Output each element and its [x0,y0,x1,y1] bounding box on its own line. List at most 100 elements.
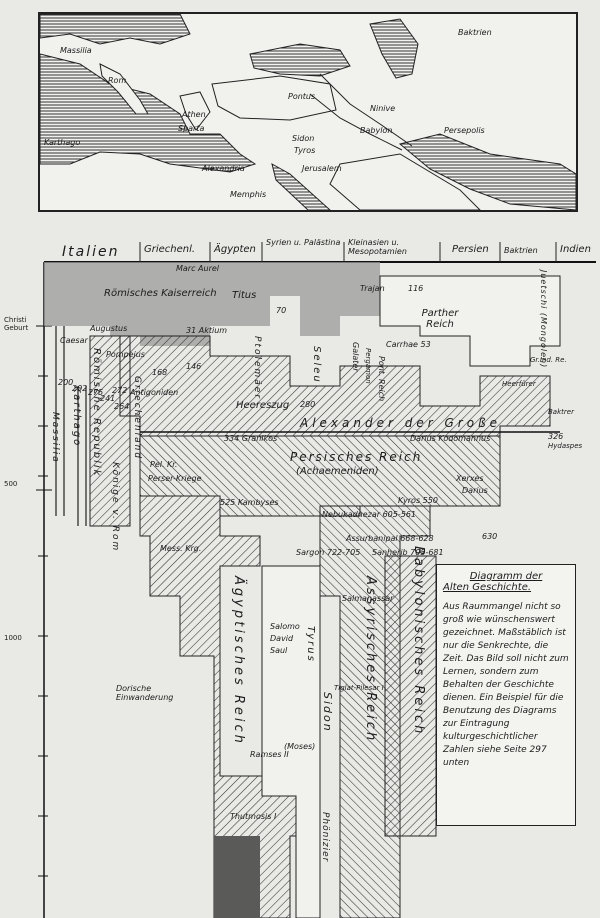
tick-christi: Christi Geburt [4,316,29,332]
label-darius: Darius [462,486,488,495]
label-trajan: Trajan [360,284,385,293]
label-baktrier: Baktrer [548,408,574,416]
label-kambyses: 525 Kambyses [220,498,279,507]
header-indien: Indien [560,244,591,255]
babylon-area [384,555,437,837]
label-babylonisches-reich: Babylonisches Reich [411,546,426,737]
republic-area [89,335,131,527]
label-achaemeniden: (Achaemeniden) [296,466,379,477]
map-label-karthago: Karthago [44,138,81,147]
label-moses: (Moses) [284,742,316,751]
label-pel-kr: Pel. Kr. [150,460,178,469]
greece [179,91,211,131]
legend-title-line2: Alten Geschichte. [443,582,532,593]
label-seleu: Seleu [311,346,322,384]
map-label-sparta: Sparta [178,124,205,133]
map-label-athen: Athen [182,110,206,119]
map-panel: Baktrien Massilia Rom Athen Sparta Karth… [38,12,578,212]
label-karthago: Karthago [71,386,82,448]
time-diagram: Italien Griechenl. Ägypten Syrien u. Pal… [0,236,600,918]
label-mess-krg: Mess. Krg. [160,544,202,553]
label-salomo: Salomo [270,622,300,631]
label-146: 146 [186,362,202,371]
parther-area [379,275,561,367]
egypt-base [214,836,260,918]
label-275: 275 [88,388,104,397]
label-aegyptisches-reich: Ägyptisches Reich [231,576,246,746]
label-massilia: Massilia [50,412,60,464]
label-sidon: Sidon [321,692,334,733]
syria-area [261,565,321,918]
map-label-memphis: Memphis [230,190,267,199]
map-label-rom: Rom [108,76,127,85]
black-sea [249,43,351,77]
label-salmanassar: Salmanassar [342,594,394,603]
label-roemische-republik: Römische Republik [91,348,102,478]
legend-text: Aus Raummangel nicht so groß wie wünsche… [443,602,569,768]
roman-empire-area [44,262,380,346]
label-darius-kodomannus: Darius Kodomannus [410,434,491,443]
label-heeresfuhrer: Heerfürer [502,380,536,388]
label-326: 326 [548,432,564,441]
italy [99,63,149,115]
label-200: 200 [58,378,74,387]
asia-minor [211,75,337,121]
label-griechenland: Griechenland [132,376,142,461]
label-antigoniden: Antigoniden [130,388,179,397]
label-alexander: Alexander der Große [300,416,501,430]
label-sargon: Sargon 722-705 [296,548,361,557]
label-augustus: Augustus [90,324,128,333]
label-202: 202 [72,384,88,393]
tigris [319,73,413,147]
legend-title-line1: Diagramm der [469,571,543,582]
label-perserkriege: Perser-Kriege [148,474,202,483]
egypt-area [139,495,301,918]
label-indo-gr: Gr.Ind. Re. [530,356,567,364]
map-label-babylon: Babylon [360,126,393,135]
label-persisches-reich: Persisches Reich [290,450,423,464]
tick-1000: 1000 [4,634,22,642]
red-sea [271,163,331,210]
label-pont-reich: Pont. Reich [377,356,386,402]
label-ptolemaeer: Ptolemäer [252,336,262,401]
label-galater: Galater [351,342,360,372]
label-xerxes: Xerxes [456,474,484,483]
header-syrien: Syrien u. Palästina [266,238,341,247]
map-label-sidon: Sidon [292,134,315,143]
label-caesar: Caesar [60,336,88,345]
assyria-area [319,505,431,918]
label-dorische-einwanderung: Dorische Einwanderung [116,684,174,702]
label-granikos: 334 Granikos [224,434,278,443]
map-label-jerusalem: Jerusalem [302,164,342,173]
persian-gulf [398,133,576,210]
caspian-sea [369,18,419,79]
label-titus: Titus [232,290,257,301]
label-heereszug: Heereszug [236,400,290,411]
header-persien: Persien [452,244,489,255]
label-phoenizier: Phönizier [320,812,330,863]
label-trajan-year: 116 [408,284,424,293]
north-lands [40,14,191,45]
header-italien: Italien [62,244,120,260]
label-tiglat-pilesar: Tiglat-Pilesar I [334,684,384,692]
label-assyrisches-reich: Assyrisches Reich [363,576,378,744]
map-label-massilia: Massilia [60,46,92,55]
map-drawing [40,14,576,210]
header-aegypten: Ägypten [214,244,256,255]
label-assurbanipal: Assurbanipal 668-628 [346,534,434,543]
label-roemisches-kaiserreich: Römisches Kaiserreich [104,288,217,299]
label-marc-aurel: Marc Aurel [176,264,220,273]
label-thutmosis: Thutmosis I [230,812,277,821]
map-label-alexandria: Alexandria [202,164,245,173]
label-parther-reich: Parther Reich [421,308,459,330]
label-kyros: Kyros 550 [398,496,438,505]
label-hydaspes: Hydaspes [548,442,583,450]
label-168: 168 [152,368,168,377]
label-264: 264 [114,402,130,411]
map-label-baktrien: Baktrien [458,28,492,37]
map-label-persepolis: Persepolis [444,126,485,135]
label-630: 630 [482,532,498,541]
label-saul: Saul [270,646,288,655]
label-pompejus: Pompejus [106,350,145,359]
label-sanherib: Sanherib 705-681 [372,548,444,557]
